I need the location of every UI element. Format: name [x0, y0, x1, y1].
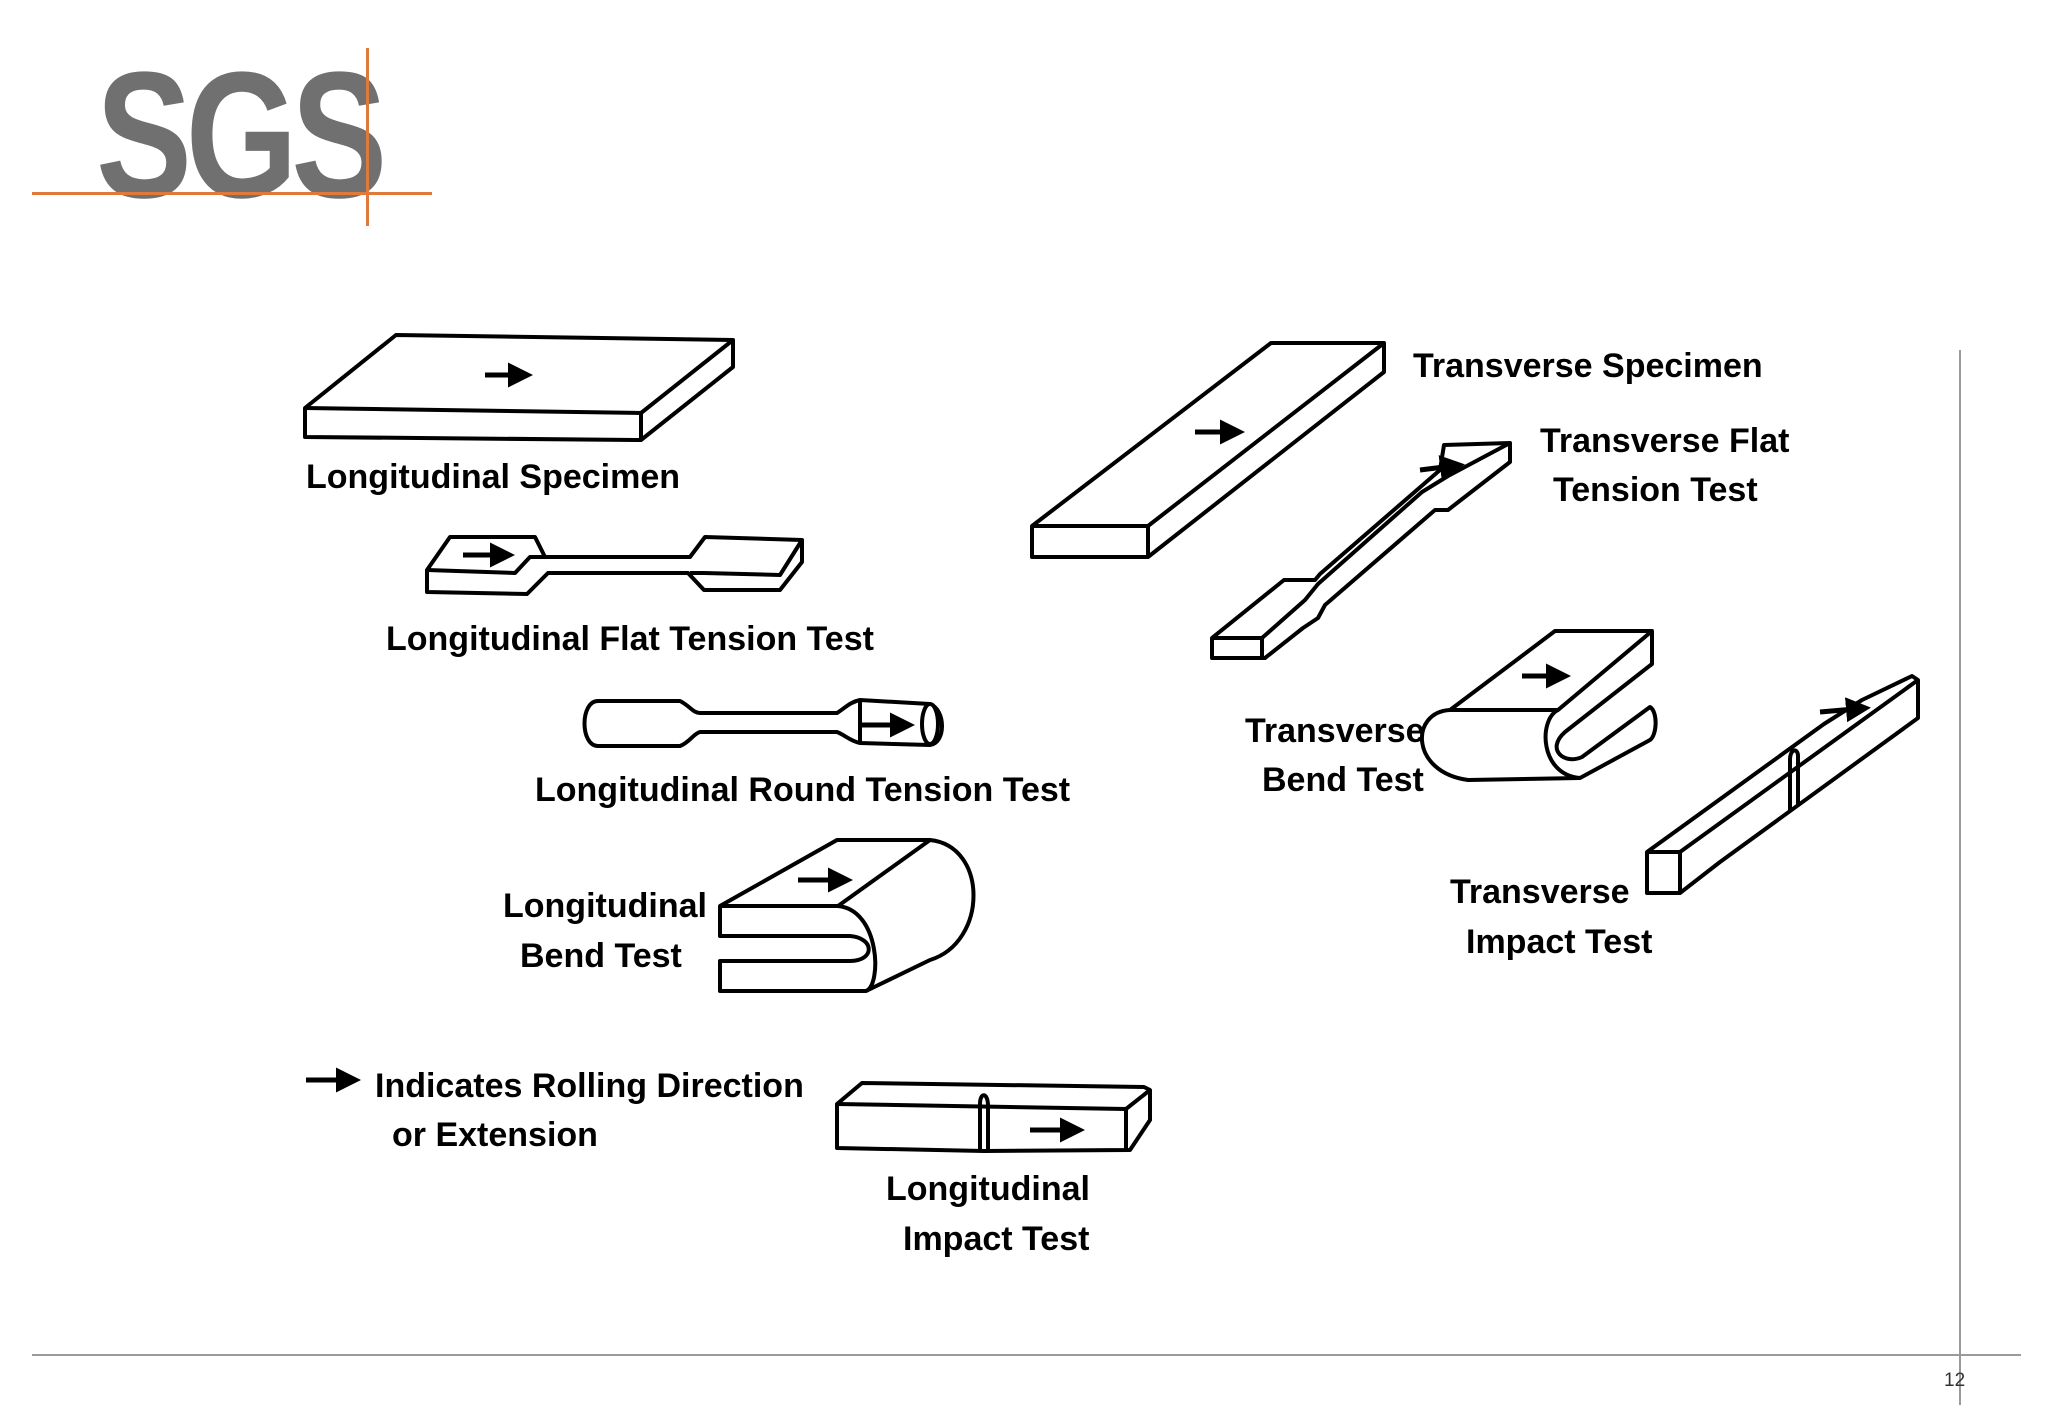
label-transverse-flat-line1: Transverse Flat	[1540, 422, 1789, 460]
label-transverse-flat-line2: Tension Test	[1553, 471, 1758, 509]
label-longitudinal-flat-tension: Longitudinal Flat Tension Test	[386, 620, 874, 658]
label-transverse-impact-line2: Impact Test	[1466, 923, 1652, 961]
label-longitudinal-round-tension: Longitudinal Round Tension Test	[535, 771, 1070, 809]
label-transverse-specimen: Transverse Specimen	[1413, 347, 1763, 385]
longitudinal-round-tension-specimen	[582, 698, 944, 748]
transverse-flat-tension-specimen	[1210, 441, 1512, 660]
page-number: 12	[1944, 1370, 1966, 1391]
label-longitudinal-specimen: Longitudinal Specimen	[306, 458, 680, 496]
label-longitudinal-bend-line1: Longitudinal	[503, 887, 707, 925]
legend-text-line1: Indicates Rolling Direction	[375, 1067, 804, 1105]
longitudinal-impact-specimen	[835, 1081, 1152, 1153]
label-transverse-impact-line1: Transverse	[1450, 873, 1630, 911]
transverse-bend-specimen	[1419, 629, 1658, 782]
label-longitudinal-impact-line1: Longitudinal	[886, 1170, 1090, 1208]
longitudinal-flat-tension-specimen	[425, 535, 804, 596]
logo-vertical-rule	[366, 48, 369, 226]
transverse-impact-specimen	[1645, 674, 1920, 895]
longitudinal-bend-specimen	[718, 838, 976, 993]
label-transverse-bend-line2: Bend Test	[1262, 761, 1424, 799]
sgs-logo: SGS	[96, 35, 387, 236]
legend-text-line2: or Extension	[392, 1116, 598, 1154]
label-longitudinal-impact-line2: Impact Test	[903, 1220, 1089, 1258]
longitudinal-specimen-plate	[303, 333, 735, 442]
logo-horizontal-rule	[32, 192, 432, 195]
transverse-specimen-plate	[1030, 341, 1386, 559]
frame-bottom-rule	[32, 1354, 2021, 1356]
frame-right-rule	[1959, 350, 1961, 1405]
label-longitudinal-bend-line2: Bend Test	[520, 937, 682, 975]
label-transverse-bend-line1: Transverse	[1245, 712, 1425, 750]
